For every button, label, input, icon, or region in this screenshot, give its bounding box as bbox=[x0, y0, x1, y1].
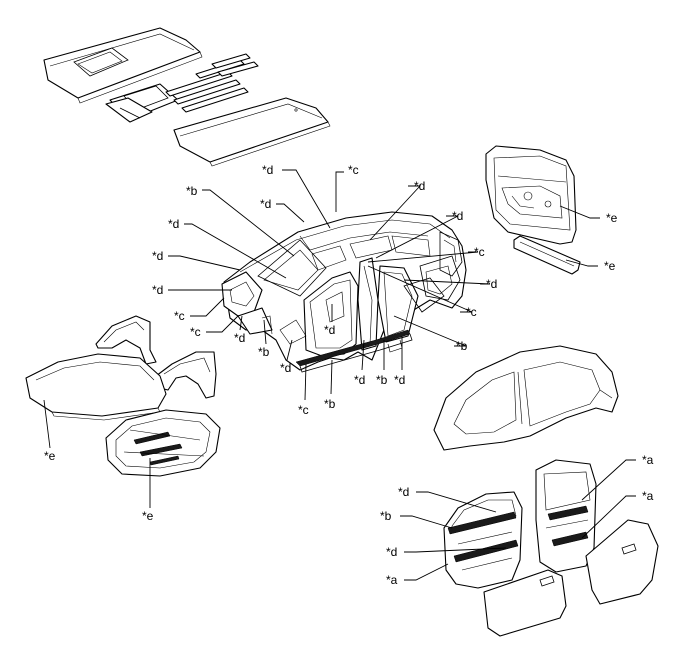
front-fender-right bbox=[155, 351, 217, 399]
callout-labels: *d *c *b *d *d *d *d *d *d *c *c *c *d *… bbox=[44, 163, 654, 587]
callout-label: *d bbox=[168, 217, 179, 231]
callout-label: *d bbox=[152, 283, 163, 297]
callout-label: *d bbox=[394, 373, 405, 387]
callout-label: *b bbox=[376, 373, 388, 387]
callout-label: *b bbox=[186, 184, 198, 198]
callout-label: *d bbox=[386, 545, 397, 559]
callout-label: *c bbox=[190, 325, 201, 339]
callout-label: *b bbox=[380, 509, 392, 523]
callout-label: *c bbox=[466, 305, 477, 319]
roof-panel bbox=[173, 97, 331, 167]
callout-label: *e bbox=[606, 211, 618, 225]
callout-label: *d bbox=[152, 249, 163, 263]
callout-label: *a bbox=[642, 489, 654, 503]
front-fender-left bbox=[95, 315, 157, 365]
callout-label: *e bbox=[44, 449, 56, 463]
callout-label: *b bbox=[324, 397, 336, 411]
callout-label: *c bbox=[474, 245, 485, 259]
hood-panel bbox=[25, 353, 167, 421]
callout-label: *b bbox=[258, 345, 270, 359]
callout-label: *d bbox=[262, 163, 273, 177]
rear-door-inner bbox=[535, 459, 597, 573]
callout-label: *d bbox=[354, 373, 365, 387]
callout-label: *a bbox=[642, 453, 654, 467]
callout-label: *b bbox=[456, 339, 468, 353]
side-panel-outer bbox=[433, 345, 619, 451]
roof-panel-with-sunroof-opening bbox=[43, 27, 203, 104]
callout-label: *d bbox=[260, 197, 271, 211]
front-door-inner bbox=[443, 491, 523, 589]
callout-label: *a bbox=[386, 573, 398, 587]
callout-label: *d bbox=[398, 485, 409, 499]
roof-frame-and-bows bbox=[105, 53, 259, 123]
callout-label: *c bbox=[348, 163, 359, 177]
callout-label: *e bbox=[604, 259, 616, 273]
callout-label: *d bbox=[414, 179, 425, 193]
callout-label: *c bbox=[174, 309, 185, 323]
rear-bumper-reinforcement bbox=[513, 235, 581, 275]
callout-label: *d bbox=[486, 277, 497, 291]
callout-label: *c bbox=[298, 403, 309, 417]
callout-label: *d bbox=[324, 323, 335, 337]
callout-label: *e bbox=[142, 509, 154, 523]
callout-label: *d bbox=[234, 331, 245, 345]
callout-label: *d bbox=[452, 209, 463, 223]
back-door-panel bbox=[485, 145, 577, 245]
hood-inner-panel bbox=[105, 409, 221, 477]
front-door-outer-panel bbox=[483, 569, 567, 637]
body-shell bbox=[221, 211, 467, 373]
rear-door-outer-panel bbox=[585, 519, 659, 605]
callout-label: *d bbox=[280, 361, 291, 375]
leader-lines bbox=[43, 169, 636, 581]
